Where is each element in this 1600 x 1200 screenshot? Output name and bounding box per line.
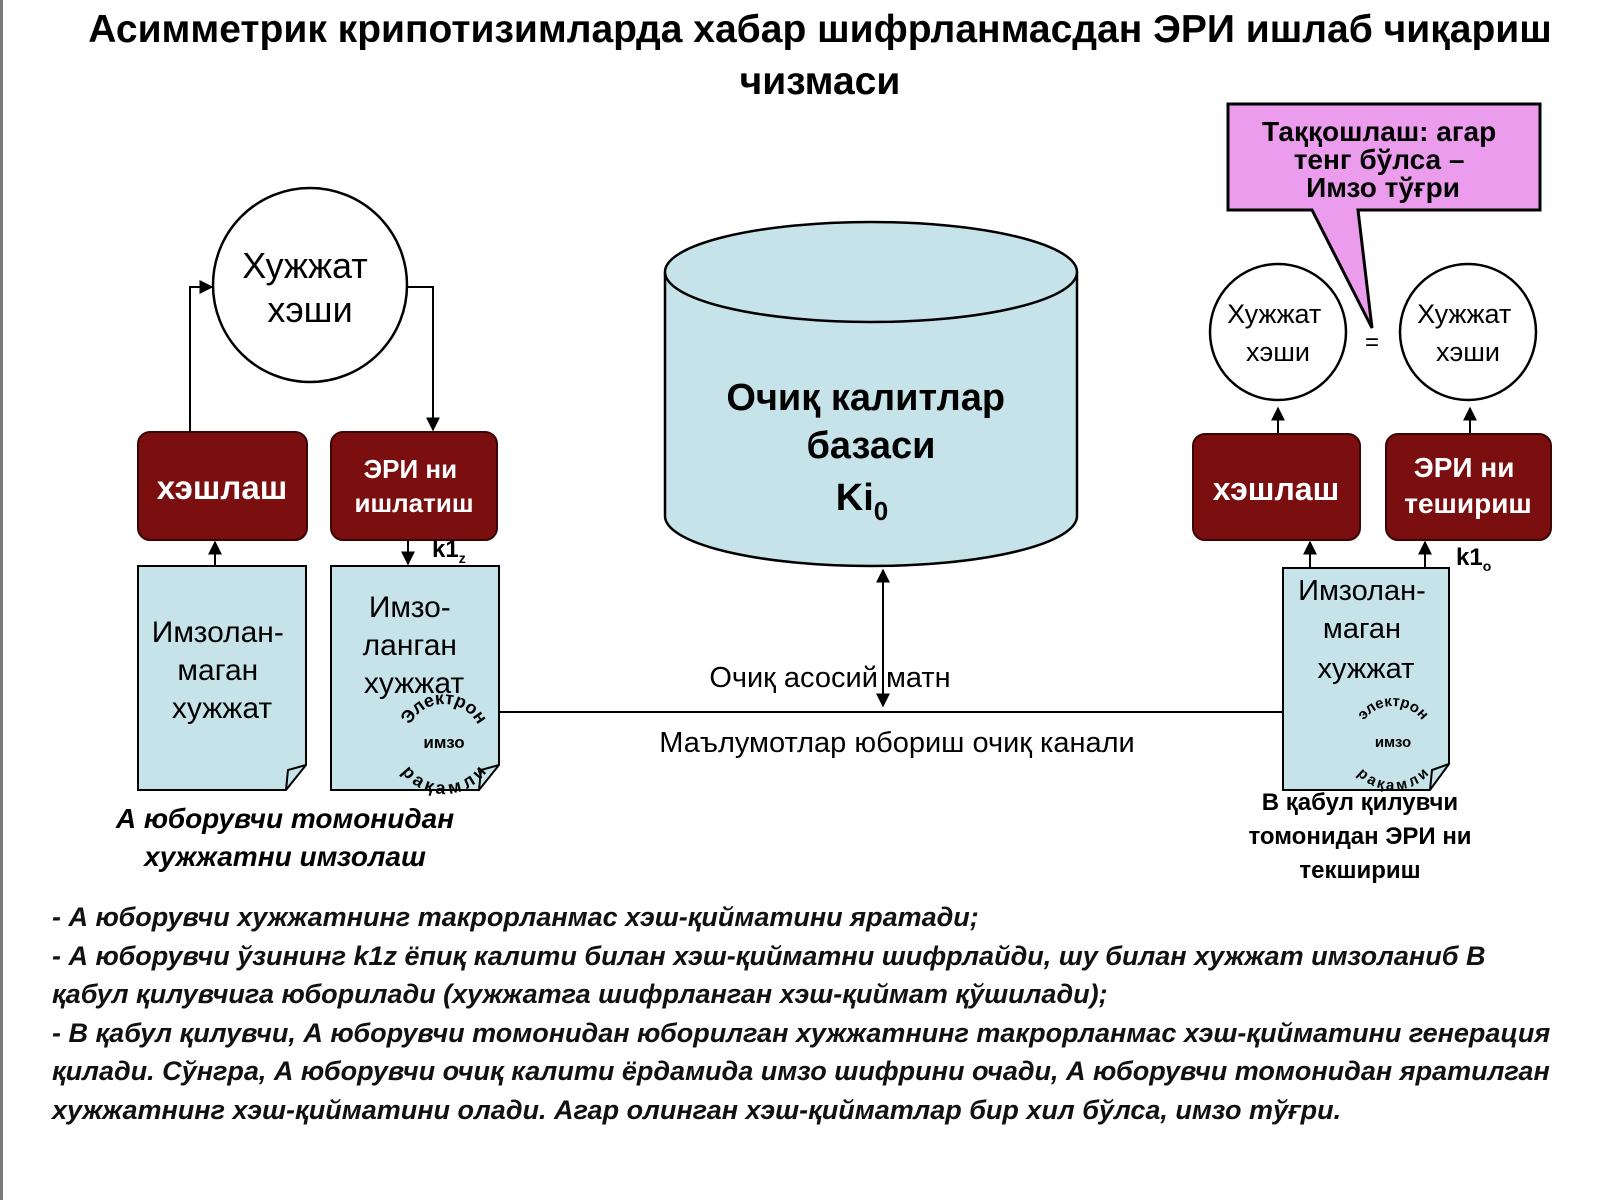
public-key-database: Очиқ калитлар базаси Ki0 (663, 220, 1079, 568)
receiver-hash-circle-right-text: Хужжат хэши (1417, 299, 1519, 367)
sender-caption-line: А юборувчи томонидан (115, 803, 455, 834)
notes-list: - А юборувчи хужжатнинг такрорланмас хэш… (52, 898, 1562, 1129)
sender-caption: А юборувчи томонидан хужжатни имзолаш (70, 800, 500, 876)
receiver-caption-line: текшириш (1299, 857, 1421, 884)
receiver-hash-circle-left-text: Хужжат хэши (1227, 299, 1329, 367)
note-item: - А юборувчи ўзининг k1z ёпиқ калити бил… (52, 940, 1486, 1010)
sender-unsigned-doc-fold (285, 764, 307, 791)
channel-label-above: Очиқ асосий матн (709, 662, 950, 694)
receiver-caption: В қабул қилувчи томонидан ЭРИ ни текшири… (1220, 786, 1500, 888)
sender-hash-circle (211, 186, 409, 384)
receiver-doc-text: Имзолан- маган хужжат (1298, 575, 1434, 685)
sender-caption-line: хужжатни имзолаш (144, 841, 426, 872)
equals-sign: = (1365, 329, 1379, 356)
sender-key-label: k1z (432, 536, 466, 566)
receiver-hash-box (1192, 433, 1361, 541)
receiver-hash-circle-right (1398, 262, 1538, 402)
left-border (0, 0, 3, 1200)
sender-sign-box-label: ЭРИ ни ишлатиш (354, 454, 473, 518)
receiver-decrypt-box (1385, 433, 1552, 541)
receiver-doc-fold (1429, 763, 1450, 791)
receiver-key-label: k1o (1456, 544, 1491, 574)
receiver-doc (1282, 567, 1450, 791)
arrow-hash-to-circle (189, 280, 214, 432)
receiver-caption-line: томонидан ЭРИ ни (1248, 823, 1472, 850)
channel-label-below: Маълумотлар юбориш очиқ канали (659, 727, 1135, 759)
sender-hash-circle-text: Хужжат хэши (242, 245, 378, 330)
svg-text:имзо: имзо (1375, 734, 1411, 751)
receiver-decrypt-box-label: ЭРИ ни тешириш (1404, 452, 1532, 519)
svg-text:имзо: имзо (423, 733, 464, 752)
note-item: - В қабул қилувчи, А юборувчи томонидан … (52, 1017, 1551, 1125)
sender-unsigned-doc-text: Имзолан- маган хужжат (152, 616, 292, 725)
sender-signed-doc-text: Имзо- ланган хужжат (363, 591, 466, 700)
diagram-title: Асимметрик крипотизимларда хабар шифрлан… (88, 8, 1552, 103)
database-label: Очиқ калитлар базаси (726, 377, 1015, 467)
sender-signed-doc-fold (478, 764, 500, 791)
receiver-hash-circle-left (1208, 262, 1348, 402)
sender-sign-box (330, 431, 498, 541)
sender-unsigned-doc (137, 565, 307, 791)
compare-callout-text: Таққошлаш: агар тенг бўлса – Имзо тўғри (1262, 116, 1504, 203)
sender-hash-box-label: хэшлаш (157, 469, 287, 506)
database-key: Ki0 (836, 477, 888, 526)
receiver-caption-line: В қабул қилувчи (1261, 789, 1459, 816)
sender-hash-box (137, 431, 308, 541)
sender-signed-doc (330, 565, 500, 791)
arrow-circle-to-sign (408, 286, 440, 432)
receiver-hash-box-label: хэшлаш (1213, 471, 1340, 507)
note-item: - А юборувчи хужжатнинг такрорланмас хэш… (52, 902, 979, 932)
compare-callout (1226, 102, 1542, 329)
